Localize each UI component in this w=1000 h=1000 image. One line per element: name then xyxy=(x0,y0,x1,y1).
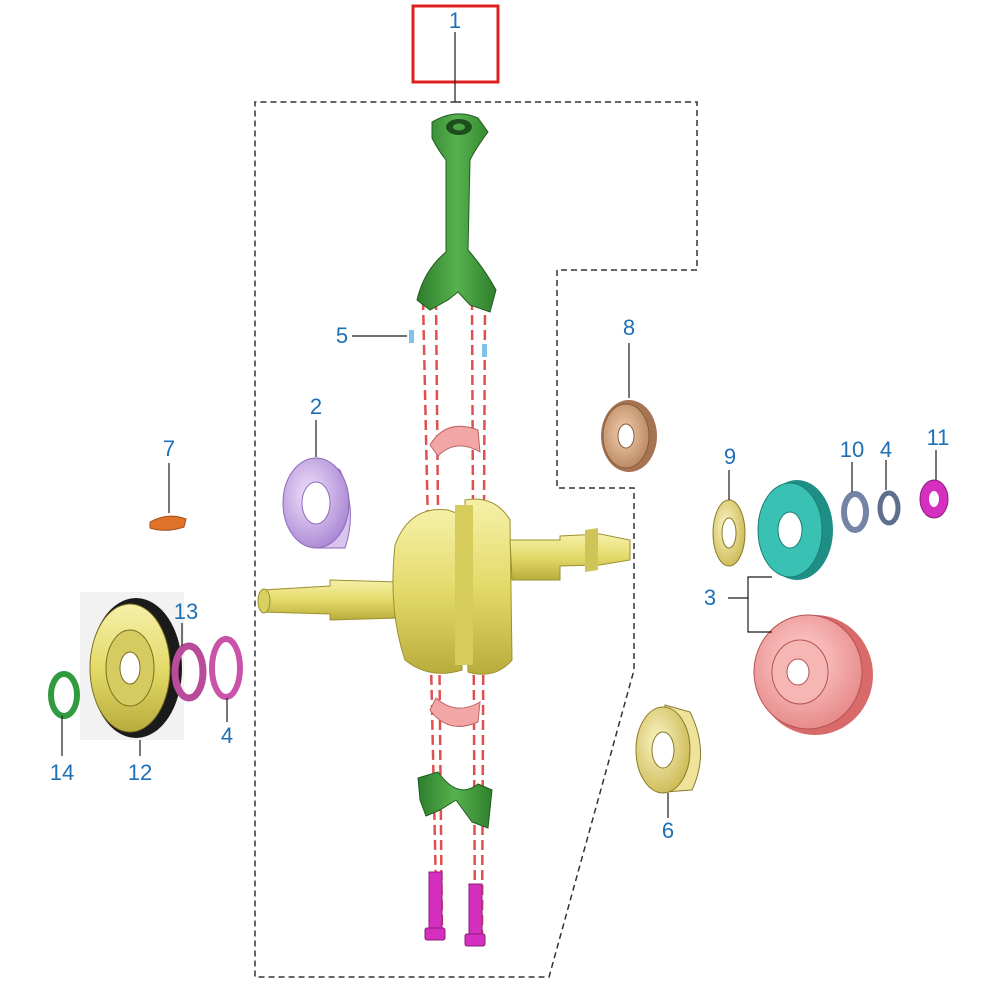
callout-14: 14 xyxy=(50,760,74,785)
callout-numbers: 5 2 7 8 9 10 4 11 3 6 13 4 14 12 xyxy=(50,315,950,843)
part-13-washer xyxy=(171,642,207,702)
part-10-washer xyxy=(841,491,869,533)
callout-13: 13 xyxy=(174,599,198,624)
part-4-washer-left xyxy=(209,636,243,700)
callout-2: 2 xyxy=(310,394,322,419)
part-2-bearing xyxy=(282,457,351,549)
group-number-label: 1 xyxy=(449,8,461,33)
callout-6: 6 xyxy=(662,818,674,843)
part-11-nut xyxy=(919,479,949,519)
callout-10: 10 xyxy=(840,437,864,462)
callout-7: 7 xyxy=(163,436,175,461)
callout-12: 12 xyxy=(128,760,152,785)
connecting-rod xyxy=(416,113,497,313)
connecting-rod-cap xyxy=(417,771,493,829)
callout-4-right: 4 xyxy=(880,437,892,462)
group-callout-1: 1 xyxy=(411,4,500,102)
lower-bearing-shell xyxy=(429,697,481,727)
part-7-woodruff-key xyxy=(149,515,187,531)
callout-5: 5 xyxy=(336,323,348,348)
callout-3: 3 xyxy=(704,585,716,610)
group-boundary-dashed xyxy=(254,101,698,978)
leader-lines xyxy=(61,335,937,818)
part-12-gear xyxy=(80,592,184,740)
callout-9: 9 xyxy=(724,444,736,469)
part-8-sprocket xyxy=(601,400,657,472)
callout-4-left: 4 xyxy=(221,723,233,748)
crankshaft xyxy=(257,498,631,675)
part-6-bearing xyxy=(635,704,701,794)
dowel-pins xyxy=(409,330,487,357)
callout-8: 8 xyxy=(623,315,635,340)
part-9-bearing xyxy=(712,499,746,567)
upper-bearing-shell xyxy=(429,425,481,457)
part-4-washer-right xyxy=(877,490,901,526)
callout-11: 11 xyxy=(927,425,950,450)
part-14-circlip xyxy=(48,671,80,719)
rod-bolts xyxy=(424,871,486,947)
part-3-gear-assembly xyxy=(753,480,873,735)
